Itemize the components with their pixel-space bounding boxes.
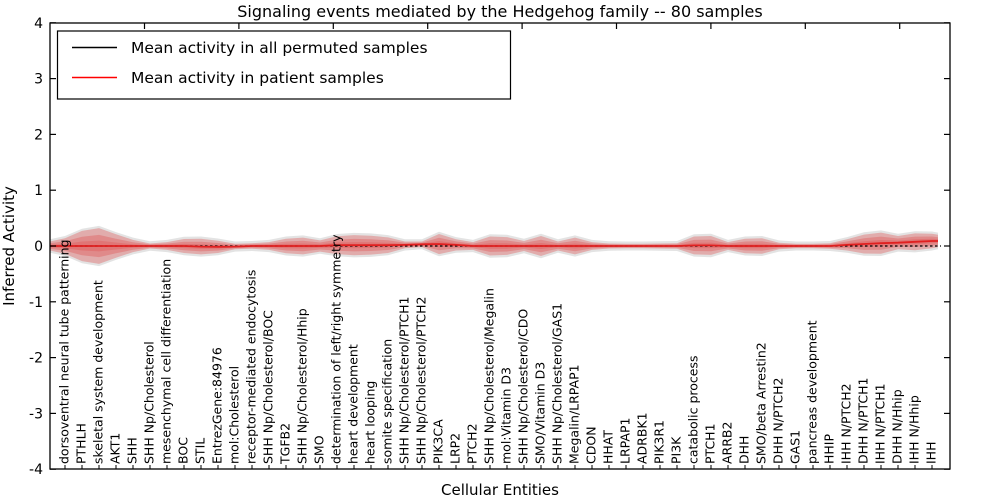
x-category-label: PIK3R1 <box>652 420 667 464</box>
x-category-label: LRP2 <box>448 433 463 464</box>
x-category-label: SMO/Vitamin D3 <box>533 362 548 464</box>
x-category-label: PI3K <box>669 436 684 464</box>
y-tick-label: -2 <box>29 351 43 367</box>
y-tick-label: -1 <box>29 295 43 311</box>
x-category-label: Megalin/LRPAP1 <box>567 364 582 464</box>
x-category-label: GAS1 <box>788 430 803 464</box>
x-category-label: IHH N/PTCH2 <box>839 383 854 464</box>
y-tick-label: 1 <box>34 183 43 199</box>
x-category-label: SMO/beta Arrestin2 <box>754 342 769 464</box>
x-category-label: pancreas development <box>805 320 820 464</box>
legend-box <box>56 30 512 100</box>
x-category-label: DHH N/PTCH2 <box>771 378 786 464</box>
x-category-label: SHH Np/Cholesterol/GAS1 <box>550 303 565 464</box>
x-category-label: CDON <box>584 426 599 464</box>
mean-lines <box>50 240 941 248</box>
x-category-label: EntrezGene:84976 <box>210 347 225 464</box>
x-category-label: ARRB2 <box>720 422 735 464</box>
legend-label-permuted: Mean activity in all permuted samples <box>131 39 428 57</box>
x-category-label: IHH N/PTCH1 <box>873 383 888 464</box>
mean-patient-line <box>50 240 938 248</box>
x-category-label: TGFB2 <box>278 423 293 465</box>
y-axis-label: Inferred Activity <box>0 186 18 306</box>
y-tick-label: -4 <box>29 462 43 478</box>
x-category-label: ADRBK1 <box>635 412 650 464</box>
x-category-label: skeletal system development <box>91 280 106 464</box>
x-category-label: HHIP <box>822 434 837 464</box>
x-category-label: PTCH1 <box>703 423 718 464</box>
x-category-label: DHH N/Hhip <box>890 389 905 464</box>
x-category-label: SHH Np/Cholesterol/BOC <box>261 310 276 464</box>
x-category-label: SHH Np/Cholesterol/Megalin <box>482 288 497 464</box>
x-category-label: SHH <box>125 437 140 464</box>
y-tick-labels: 4 3 2 1 0 -1 -2 -3 -4 <box>29 16 43 478</box>
x-category-label: PIK3CA <box>431 419 446 464</box>
x-category-label: somite specification <box>380 339 395 464</box>
x-category-label: AKT1 <box>108 433 123 464</box>
x-category-label: PTHLH <box>74 423 89 464</box>
x-category-label: dorsoventral neural tube patterning <box>57 240 72 465</box>
x-category-label: DHH N/PTCH1 <box>856 378 871 464</box>
x-category-label: PTCH2 <box>465 423 480 464</box>
x-category-label: DHH <box>737 436 752 464</box>
x-category-label: SHH Np/Cholesterol/CDO <box>516 309 531 464</box>
chart-title: Signaling events mediated by the Hedgeho… <box>237 2 762 21</box>
x-category-label: SMO <box>312 435 327 464</box>
legend-label-patient: Mean activity in patient samples <box>131 69 384 87</box>
x-category-label: IHH <box>924 442 939 465</box>
x-category-label: determination of left/right symmetry <box>329 234 344 464</box>
y-tick-label: 4 <box>34 16 43 32</box>
x-axis-label: Cellular Entities <box>441 481 559 499</box>
y-tick-label: 0 <box>34 239 43 255</box>
x-category-label: SHH Np/Cholesterol/PTCH2 <box>414 297 429 465</box>
x-category-label: STIL <box>193 438 208 464</box>
x-category-label: HHAT <box>601 430 616 464</box>
x-category-label: IHH N/Hhip <box>907 395 922 464</box>
y-tick-label: 2 <box>34 127 43 143</box>
y-tick-label: -3 <box>29 406 43 422</box>
x-category-label: SHH Np/Cholesterol/Hhip <box>295 308 310 464</box>
x-category-label: heart looping <box>363 381 378 464</box>
x-category-label: BOC <box>176 437 191 464</box>
x-category-label: catabolic process <box>686 355 701 464</box>
legend: Mean activity in all permuted samples Me… <box>56 30 512 100</box>
x-category-label: SHH Np/Cholesterol <box>142 341 157 464</box>
x-category-label: mesenchymal cell differentiation <box>159 259 174 464</box>
x-category-label: mol:Vitamin D3 <box>499 367 514 464</box>
x-category-label: LRPAP1 <box>618 418 633 464</box>
tick-marks <box>50 22 950 470</box>
x-category-label: receptor-mediated endocytosis <box>244 270 259 464</box>
x-category-label: mol:Cholesterol <box>227 366 242 464</box>
y-tick-label: 3 <box>34 72 43 88</box>
x-category-label: heart development <box>346 344 361 464</box>
x-category-label: SHH Np/Cholesterol/PTCH1 <box>397 297 412 465</box>
